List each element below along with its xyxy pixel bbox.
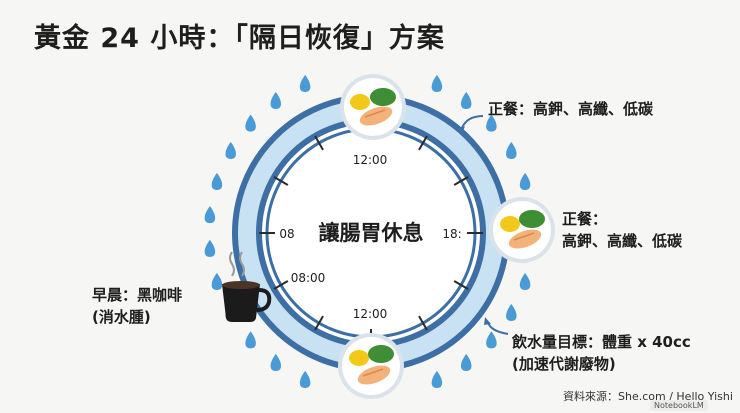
droplet-icon [299,370,311,388]
clock-tick [418,315,428,331]
page-title: 黃金 24 小時：「隔日恢復」方案 [34,23,445,54]
clock-label-inner: 08:00 [291,271,326,285]
water-droplets [204,75,531,388]
droplet-icon [431,75,443,93]
clock-label-bottom: 12:00 [353,307,388,321]
droplet-icon [431,370,443,388]
droplet-icon [245,331,256,349]
droplet-icon [225,142,236,159]
meal-plate-right-icon [489,197,555,263]
label-dinner-line1: 正餐： [562,210,608,228]
meal-plate-top-icon [340,74,406,140]
clock-tick [453,176,469,186]
droplet-icon [270,91,282,109]
label-water: 飲水量目標：體重 x 40cc (加速代謝廢物) [512,331,691,375]
droplet-icon [506,304,517,321]
coffee-cup-icon [222,251,272,322]
meal-plate-bottom-icon [338,333,404,399]
clock-tick [314,315,324,331]
droplet-icon [460,354,472,372]
droplet-icon [211,172,223,190]
droplet-icon [519,273,531,291]
droplet-icon [506,142,517,159]
label-morning-line2: (消水腫) [92,308,151,326]
label-morning: 早晨：黑咖啡 (消水腫) [92,284,182,328]
source-credit: 資料來源：She.com / Hello Yishi [563,390,733,403]
label-water-line1: 飲水量目標：體重 x 40cc [512,333,691,351]
droplet-icon [204,206,216,224]
droplet-icon [204,239,216,257]
clock-tick [314,135,324,151]
clock-label-top: 12:00 [353,153,388,167]
droplet-icon [486,114,497,132]
label-dinner: 正餐： 高鉀、高纖、低碳 [562,208,682,252]
clock-tick [418,135,428,151]
arrow-lunch [460,115,484,131]
droplet-icon [211,273,223,291]
clock-tick [273,280,289,290]
clock-tick [453,280,469,290]
droplet-icon [460,91,472,109]
droplet-icon [486,331,497,349]
label-water-line2: (加速代謝廢物) [512,355,616,373]
label-lunch: 正餐：高鉀、高纖、低碳 [488,100,654,118]
arrow-water-head [484,317,491,325]
droplet-icon [299,75,311,93]
droplet-icon [270,354,282,372]
center-label: 讓腸胃休息 [319,220,424,245]
label-morning-line1: 早晨：黑咖啡 [92,286,183,304]
clock-label-right: 18: [442,227,461,241]
arrow-lunch-head [457,126,465,134]
droplet-icon [245,114,256,132]
clock-label-left: 08 [279,227,294,241]
notebooklm-badge: NotebookLM [650,400,708,411]
label-dinner-line2: 高鉀、高纖、低碳 [562,232,683,250]
droplet-icon [519,172,531,190]
clock-tick [273,176,289,186]
